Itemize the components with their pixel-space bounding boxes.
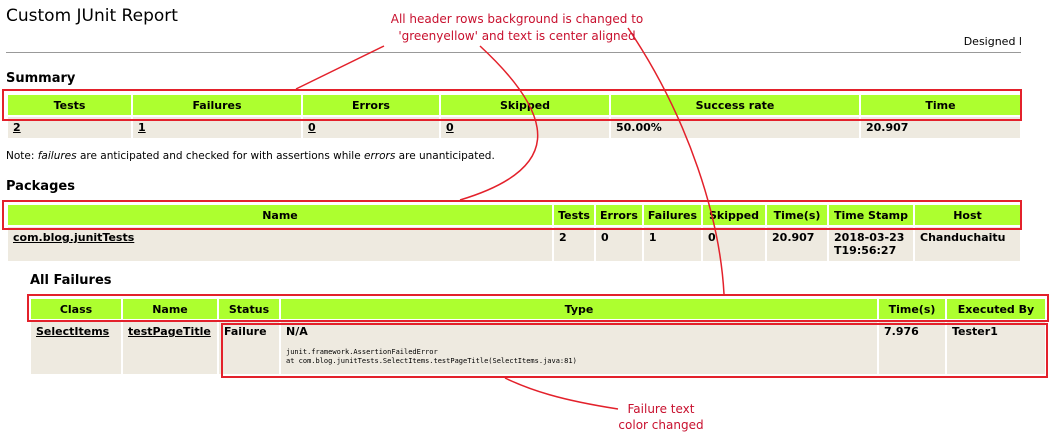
errors-link[interactable]: 0 bbox=[308, 121, 316, 134]
failures-col-type: Type bbox=[281, 299, 877, 319]
package-skipped: 0 bbox=[703, 227, 766, 261]
failure-annotation-line-1: Failure text bbox=[627, 402, 695, 416]
packages-col-time: Time(s) bbox=[767, 205, 828, 225]
summary-data-row: 2 1 0 0 50.00% 20.907 bbox=[8, 117, 1020, 138]
arrow-to-summary bbox=[295, 45, 385, 90]
failures-col-status: Status bbox=[219, 299, 279, 319]
failures-header-highlight bbox=[27, 294, 1049, 322]
header-annotation: All header rows background is changed to… bbox=[372, 12, 662, 43]
failure-trace-line-2: at com.blog.junitTests.SelectItems.testP… bbox=[286, 357, 577, 365]
summary-heading: Summary bbox=[6, 71, 76, 86]
failure-text-highlight bbox=[221, 323, 1048, 378]
report-title: Custom JUnit Report bbox=[6, 6, 178, 26]
failure-annotation: Failure text color changed bbox=[606, 402, 716, 432]
arrow-to-packages bbox=[459, 45, 539, 201]
summary-header-highlight bbox=[2, 89, 1022, 121]
tests-link[interactable]: 2 bbox=[13, 121, 21, 134]
arrow-to-failures bbox=[627, 27, 725, 295]
package-errors: 0 bbox=[596, 227, 642, 261]
title-divider bbox=[6, 52, 1021, 53]
packages-col-name: Name bbox=[8, 205, 552, 225]
summary-table: Tests Failures Errors Skipped Success ra… bbox=[6, 93, 1022, 140]
failures-table: Class Name Status Type Time(s) Executed … bbox=[29, 297, 1047, 376]
success-rate-value: 50.00% bbox=[611, 117, 859, 138]
failure-status: Failure bbox=[219, 321, 279, 374]
failure-annotation-line-2: color changed bbox=[618, 418, 704, 432]
packages-data-row: com.blog.junitTests 2 0 1 0 20.907 2018-… bbox=[8, 227, 1020, 261]
package-host: Chanduchaitu bbox=[915, 227, 1020, 261]
failures-col-class: Class bbox=[31, 299, 121, 319]
header-annotation-line-1: All header rows background is changed to bbox=[390, 12, 644, 26]
packages-col-failures: Failures bbox=[643, 205, 702, 225]
packages-table: Name Tests Errors Failures Skipped Time(… bbox=[6, 203, 1022, 263]
failure-type-cell: N/A junit.framework.AssertionFailedError… bbox=[281, 321, 877, 374]
failure-name-link[interactable]: testPageTitle bbox=[128, 325, 211, 338]
package-time: 20.907 bbox=[767, 227, 828, 261]
skipped-link[interactable]: 0 bbox=[446, 121, 454, 134]
failures-data-row: SelectItems testPageTitle Failure N/A ju… bbox=[31, 321, 1045, 374]
failure-trace-line-1: junit.framework.AssertionFailedError bbox=[286, 348, 438, 356]
summary-header-row: Tests Failures Errors Skipped Success ra… bbox=[8, 95, 1020, 115]
failure-time: 7.976 bbox=[879, 321, 945, 374]
failures-col-name: Name bbox=[123, 299, 217, 319]
summary-col-success-rate: Success rate bbox=[611, 95, 859, 115]
time-value: 20.907 bbox=[861, 117, 1020, 138]
summary-col-errors: Errors bbox=[303, 95, 439, 115]
packages-heading: Packages bbox=[6, 179, 75, 194]
package-timestamp: 2018-03-23T19:56:27 bbox=[829, 227, 914, 261]
failure-type: N/A bbox=[286, 325, 308, 338]
arrow-to-failure-text bbox=[504, 377, 619, 410]
packages-header-row: Name Tests Errors Failures Skipped Time(… bbox=[8, 205, 1020, 225]
failures-header-row: Class Name Status Type Time(s) Executed … bbox=[31, 299, 1045, 319]
packages-header-highlight bbox=[2, 200, 1022, 230]
header-annotation-line-2: 'greenyellow' and text is center aligned bbox=[398, 29, 636, 43]
note-text: Note: failures are anticipated and check… bbox=[6, 150, 495, 162]
packages-col-skipped: Skipped bbox=[703, 205, 766, 225]
package-tests: 2 bbox=[554, 227, 594, 261]
packages-col-errors: Errors bbox=[596, 205, 642, 225]
packages-col-host: Host bbox=[915, 205, 1020, 225]
summary-col-time: Time bbox=[861, 95, 1020, 115]
summary-col-skipped: Skipped bbox=[441, 95, 609, 115]
summary-col-failures: Failures bbox=[133, 95, 301, 115]
package-failures: 1 bbox=[643, 227, 702, 261]
failures-col-executed-by: Executed By bbox=[947, 299, 1045, 319]
failures-col-time: Time(s) bbox=[879, 299, 945, 319]
failure-stacktrace: junit.framework.AssertionFailedError at … bbox=[286, 348, 872, 366]
summary-col-tests: Tests bbox=[8, 95, 131, 115]
failures-link[interactable]: 1 bbox=[138, 121, 146, 134]
packages-col-timestamp: Time Stamp bbox=[829, 205, 914, 225]
failures-heading: All Failures bbox=[30, 273, 112, 288]
failure-class-link[interactable]: SelectItems bbox=[36, 325, 110, 338]
designed-by-text: Designed l bbox=[963, 35, 1022, 48]
packages-col-tests: Tests bbox=[554, 205, 594, 225]
package-link[interactable]: com.blog.junitTests bbox=[13, 231, 135, 244]
failure-executed-by: Tester1 bbox=[947, 321, 1045, 374]
